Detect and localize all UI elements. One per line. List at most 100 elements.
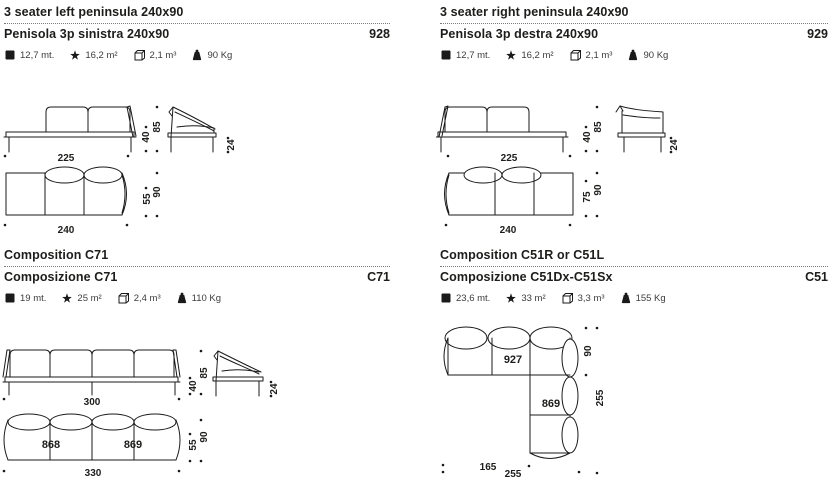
leather-icon	[506, 50, 517, 60]
spec-volume-value: 2,1 m³	[585, 49, 613, 61]
spec-row: 12,7 mt. 16,2 m² 2,1 m³ 90 Kg	[4, 49, 390, 61]
weight-icon	[193, 49, 202, 61]
front-elevation: 300 40 85	[2, 349, 210, 408]
product-card-c71: Composition C71 Composizione C71 C71 19 …	[4, 248, 390, 304]
dim-plan-width: 330	[85, 468, 102, 479]
spec-fabric-value: 12,7 mt.	[456, 49, 491, 61]
spec-volume-value: 2,4 m³	[133, 292, 161, 304]
product-code: 928	[369, 27, 390, 41]
dotted-divider	[4, 23, 390, 24]
spec-leather-value: 16,2 m²	[85, 49, 118, 61]
dim-front-width: 225	[501, 153, 518, 164]
cube-icon	[118, 293, 129, 304]
title-it: Penisola 3p sinistra 240x90	[4, 27, 170, 41]
title-row: Composizione C51Dx-C51Sx C51	[440, 268, 828, 286]
dim-back-height: 85	[152, 121, 163, 133]
dim-total-width: 255	[505, 469, 522, 480]
spec-volume: 2,4 m³	[117, 292, 161, 304]
spec-fabric-value: 23,6 mt.	[456, 292, 491, 304]
title-en: Composition C51R or C51L	[440, 248, 605, 262]
spec-weight-value: 90 Kg	[643, 49, 669, 61]
spec-row: 23,6 mt. 33 m² 3,3 m³ 155 Kg	[440, 292, 828, 304]
title-it: Composizione C51Dx-C51Sx	[440, 270, 613, 284]
dim-frame-height: 24	[269, 383, 280, 395]
dim-frame-height: 24	[669, 139, 680, 151]
product-card-c51: Composition C51R or C51L Composizione C5…	[440, 248, 828, 304]
plan-view: 240 55 90	[3, 166, 163, 236]
dim-seat-depth: 55	[142, 193, 153, 205]
front-elevation: 225 40 85	[436, 105, 604, 164]
fabric-icon	[5, 293, 15, 303]
title-en: 3 seater right peninsula 240x90	[440, 5, 629, 19]
fabric-icon	[441, 50, 451, 60]
product-code: 929	[807, 27, 828, 41]
dim-total-depth: 90	[199, 431, 210, 443]
title-row: Composizione C71 C71	[4, 268, 390, 286]
dim-depth: 90	[583, 345, 594, 357]
dotted-divider	[440, 266, 828, 267]
fabric-icon	[441, 293, 451, 303]
spec-fabric-value: 12,7 mt.	[20, 49, 55, 61]
spec-row: 19 mt. 25 m² 2,4 m³ 110 Kg	[4, 292, 390, 304]
cube-icon	[134, 50, 145, 61]
weight-icon	[621, 292, 630, 304]
cube-icon	[562, 293, 573, 304]
spec-volume: 2,1 m³	[569, 49, 613, 61]
dim-seat-height: 40	[141, 131, 152, 143]
spec-leather-value: 25 m²	[77, 292, 102, 304]
spec-leather-value: 33 m²	[521, 292, 546, 304]
spec-leather-value: 16,2 m²	[521, 49, 554, 61]
spec-weight: 155 Kg	[620, 292, 666, 304]
spec-leather: 16,2 m²	[69, 49, 118, 61]
spec-fabric-value: 19 mt.	[20, 292, 47, 304]
dim-seat-depth: 55	[188, 439, 199, 451]
dim-seat-height: 40	[582, 131, 593, 143]
side-elevation: 24	[167, 106, 237, 154]
module-code-left: 868	[42, 439, 60, 451]
title-row: Penisola 3p destra 240x90 929	[440, 25, 828, 43]
spec-fabric: 12,7 mt.	[4, 49, 54, 61]
dim-seat-height: 40	[188, 380, 199, 392]
spec-volume: 3,3 m³	[561, 292, 605, 304]
leather-icon	[506, 293, 517, 303]
spec-weight-value: 90 Kg	[207, 49, 233, 61]
front-elevation: 225 40 85	[3, 105, 163, 164]
dim-plan-width: 240	[500, 225, 517, 236]
spec-leather: 25 m²	[61, 292, 102, 304]
dotted-divider	[440, 23, 828, 24]
module-code-right: 869	[124, 439, 142, 451]
drawing-c71: 300 40 85 24 868 869 330	[2, 349, 280, 479]
spec-volume: 2,1 m³	[133, 49, 177, 61]
title-it: Composizione C71	[4, 270, 118, 284]
leather-icon	[62, 293, 73, 303]
weight-icon	[629, 49, 638, 61]
dim-front-width: 225	[58, 153, 75, 164]
plan-view: 240 75 90	[444, 166, 604, 236]
dim-plan-width: 240	[58, 225, 75, 236]
side-elevation: 24	[615, 105, 680, 154]
product-card-929: 3 seater right peninsula 240x90 Penisola…	[440, 5, 828, 61]
fabric-icon	[5, 50, 15, 60]
dim-seat-depth: 75	[582, 191, 593, 203]
spec-weight-value: 155 Kg	[635, 292, 666, 304]
plan-view: 868 869 330 55 90	[2, 413, 210, 479]
leather-icon	[70, 50, 81, 60]
dim-front-width: 300	[84, 397, 101, 408]
dim-total-depth: 90	[152, 186, 163, 198]
dim-back-height: 85	[199, 367, 210, 379]
product-code: C71	[367, 270, 390, 284]
spec-row: 12,7 mt. 16,2 m² 2,1 m³ 90 Kg	[440, 49, 828, 61]
drawing-c51: 927 869 90 255 165 255	[441, 326, 606, 480]
title-en: 3 seater left peninsula 240x90	[4, 5, 184, 19]
dotted-divider	[4, 266, 390, 267]
weight-icon	[177, 292, 186, 304]
product-card-928: 3 seater left peninsula 240x90 Penisola …	[4, 5, 390, 61]
dim-frame-height: 24	[226, 139, 237, 151]
spec-volume-value: 2,1 m³	[149, 49, 177, 61]
spec-fabric: 23,6 mt.	[440, 292, 490, 304]
dim-total-depth: 90	[593, 184, 604, 196]
spec-fabric: 12,7 mt.	[440, 49, 490, 61]
cube-icon	[570, 50, 581, 61]
dim-inner-width: 165	[480, 462, 497, 473]
